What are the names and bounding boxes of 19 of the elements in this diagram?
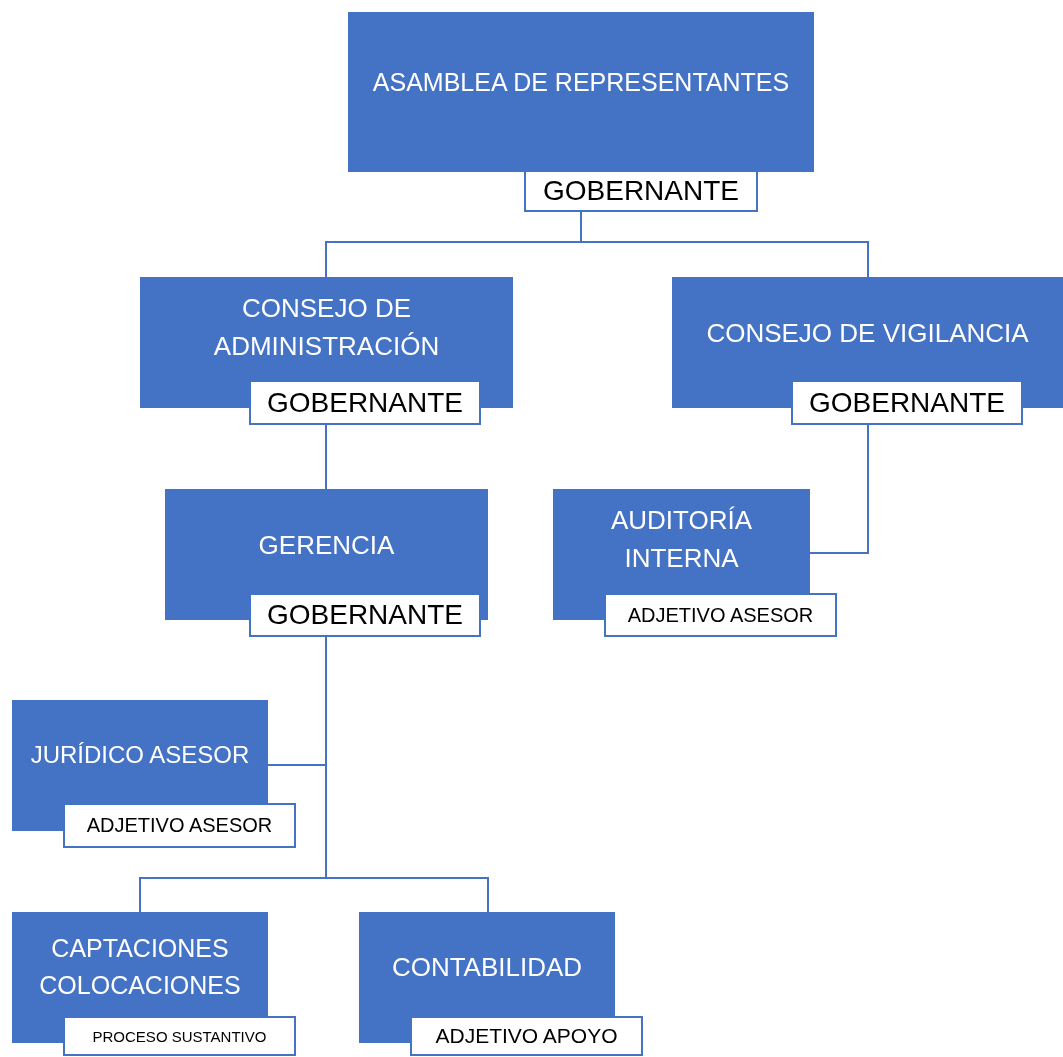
role-tag: ADJETIVO ASESOR (63, 803, 296, 848)
unit-name: AUDITORÍA INTERNA (609, 503, 754, 575)
unit-name: CONSEJO DE VIGILANCIA (706, 316, 1029, 350)
role-tag: ADJETIVO APOYO (410, 1016, 643, 1056)
unit-name: GERENCIA (258, 528, 395, 562)
role-tag: ADJETIVO ASESOR (604, 593, 837, 637)
unit-name: CAPTACIONES COLOCACIONES (38, 933, 242, 1001)
connector-line (809, 424, 869, 554)
unit-name: CONTABILIDAD (391, 950, 583, 984)
connector-line (580, 211, 869, 278)
role-tag: GOBERNANTE (791, 380, 1023, 425)
role-tag: GOBERNANTE (249, 380, 481, 425)
unit-name: JURÍDICO ASESOR (30, 740, 250, 771)
role-tag: GOBERNANTE (249, 593, 481, 637)
role-tag: GOBERNANTE (524, 170, 758, 212)
connector-line (325, 424, 327, 490)
role-tag: PROCESO SUSTANTIVO (63, 1016, 296, 1056)
unit-name: CONSEJO DE ADMINISTRACIÓN (212, 291, 441, 363)
unit-name: ASAMBLEA DE REPRESENTANTES (372, 66, 790, 98)
